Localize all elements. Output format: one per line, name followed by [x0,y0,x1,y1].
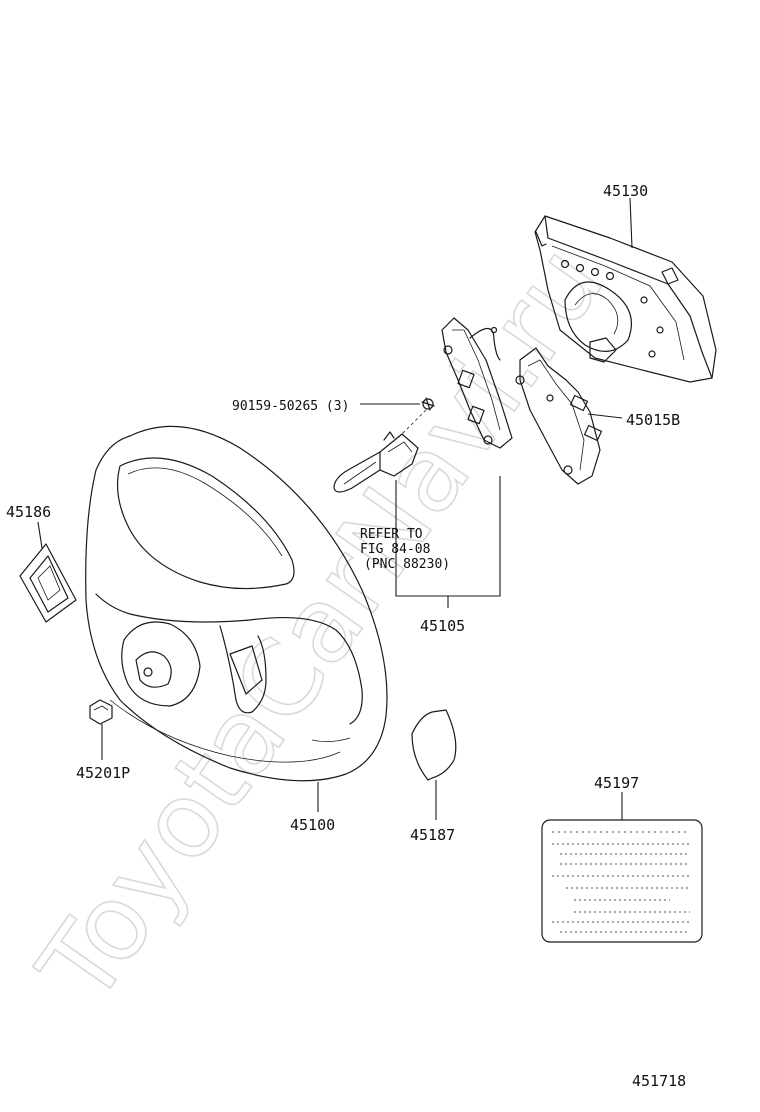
label-45186: 45186 [6,503,51,521]
watermark: ToyotaCarNavi.ru [15,224,627,1025]
steering-cover-45130 [534,215,717,383]
label-45105: 45105 [420,617,465,635]
refer-line-1: REFER TO [360,527,423,542]
label-45100: 45100 [290,816,335,834]
caution-label-45197 [541,792,703,943]
horn-assembly-45105 [441,317,513,449]
bolt-90159-50265 [421,397,435,411]
label-45201P: 45201P [76,764,130,782]
label-card-lines [552,831,690,933]
refer-line-2: FIG 84-08 [360,542,430,557]
label-45130: 45130 [603,182,648,200]
label-45015B: 45015B [626,411,680,429]
emblem-45186 [19,543,77,623]
lever-switch [333,431,419,493]
label-bolt: 90159-50265 (3) [232,399,349,414]
pad-45187 [411,709,457,781]
label-45187: 45187 [410,826,455,844]
steering-wheel-45100 [85,425,388,782]
figure-number: 451718 [632,1072,686,1090]
nut-45201P [89,699,113,725]
refer-line-3: (PNC 88230) [364,557,450,572]
switch-45015B [515,347,603,485]
label-45197: 45197 [594,774,639,792]
